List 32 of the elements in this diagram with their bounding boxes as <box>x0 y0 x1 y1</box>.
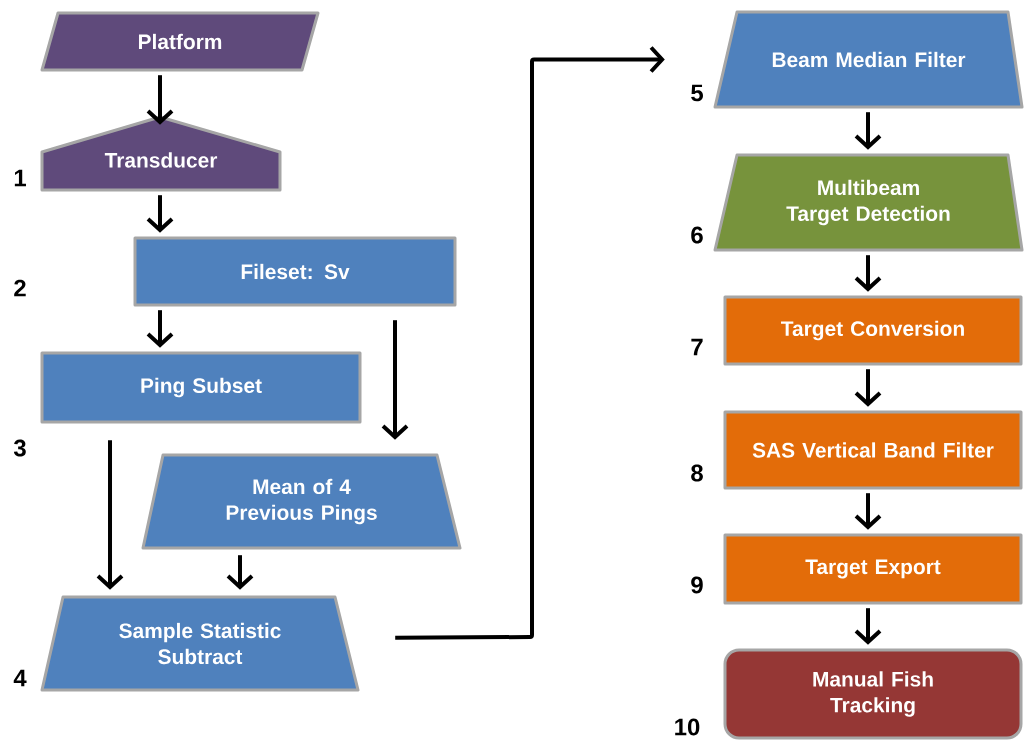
pentagon-box: Transducer <box>40 115 282 192</box>
step-number: 5 <box>691 84 703 102</box>
step-number: 2 <box>14 279 26 297</box>
trapezoid-box: Mean of 4 Previous Pings <box>141 453 462 550</box>
trapezoid-box: Multibeam Target Detection <box>713 153 1024 252</box>
trapezoid-box: Beam Median Filter <box>713 10 1024 109</box>
arrow <box>146 75 174 125</box>
arrow <box>854 493 882 530</box>
process-box: Fileset: Sv <box>133 236 457 307</box>
process-box: Target Conversion <box>723 295 1023 366</box>
arrow <box>395 46 665 640</box>
arrow <box>854 255 882 292</box>
step-number: 6 <box>691 226 703 244</box>
arrow <box>146 195 174 233</box>
arrow <box>226 555 254 590</box>
terminal-box: Manual Fish Tracking <box>723 648 1023 740</box>
process-box: SAS Vertical Band Filter <box>723 410 1023 490</box>
process-box: Target Export <box>723 533 1023 605</box>
arrow <box>854 608 882 645</box>
parallelogram-box: Platform <box>40 11 320 72</box>
arrow <box>854 369 882 407</box>
arrow <box>854 112 882 150</box>
process-box: Ping Subset <box>40 351 362 424</box>
arrow <box>96 440 124 590</box>
arrow <box>146 310 174 348</box>
arrow <box>381 320 409 440</box>
step-number: 10 <box>675 718 700 736</box>
step-number: 3 <box>13 439 26 457</box>
step-number: 9 <box>691 576 703 594</box>
step-number: 8 <box>691 464 703 482</box>
trapezoid-box: Sample Statistic Subtract <box>40 595 360 692</box>
step-number: 7 <box>691 338 703 356</box>
